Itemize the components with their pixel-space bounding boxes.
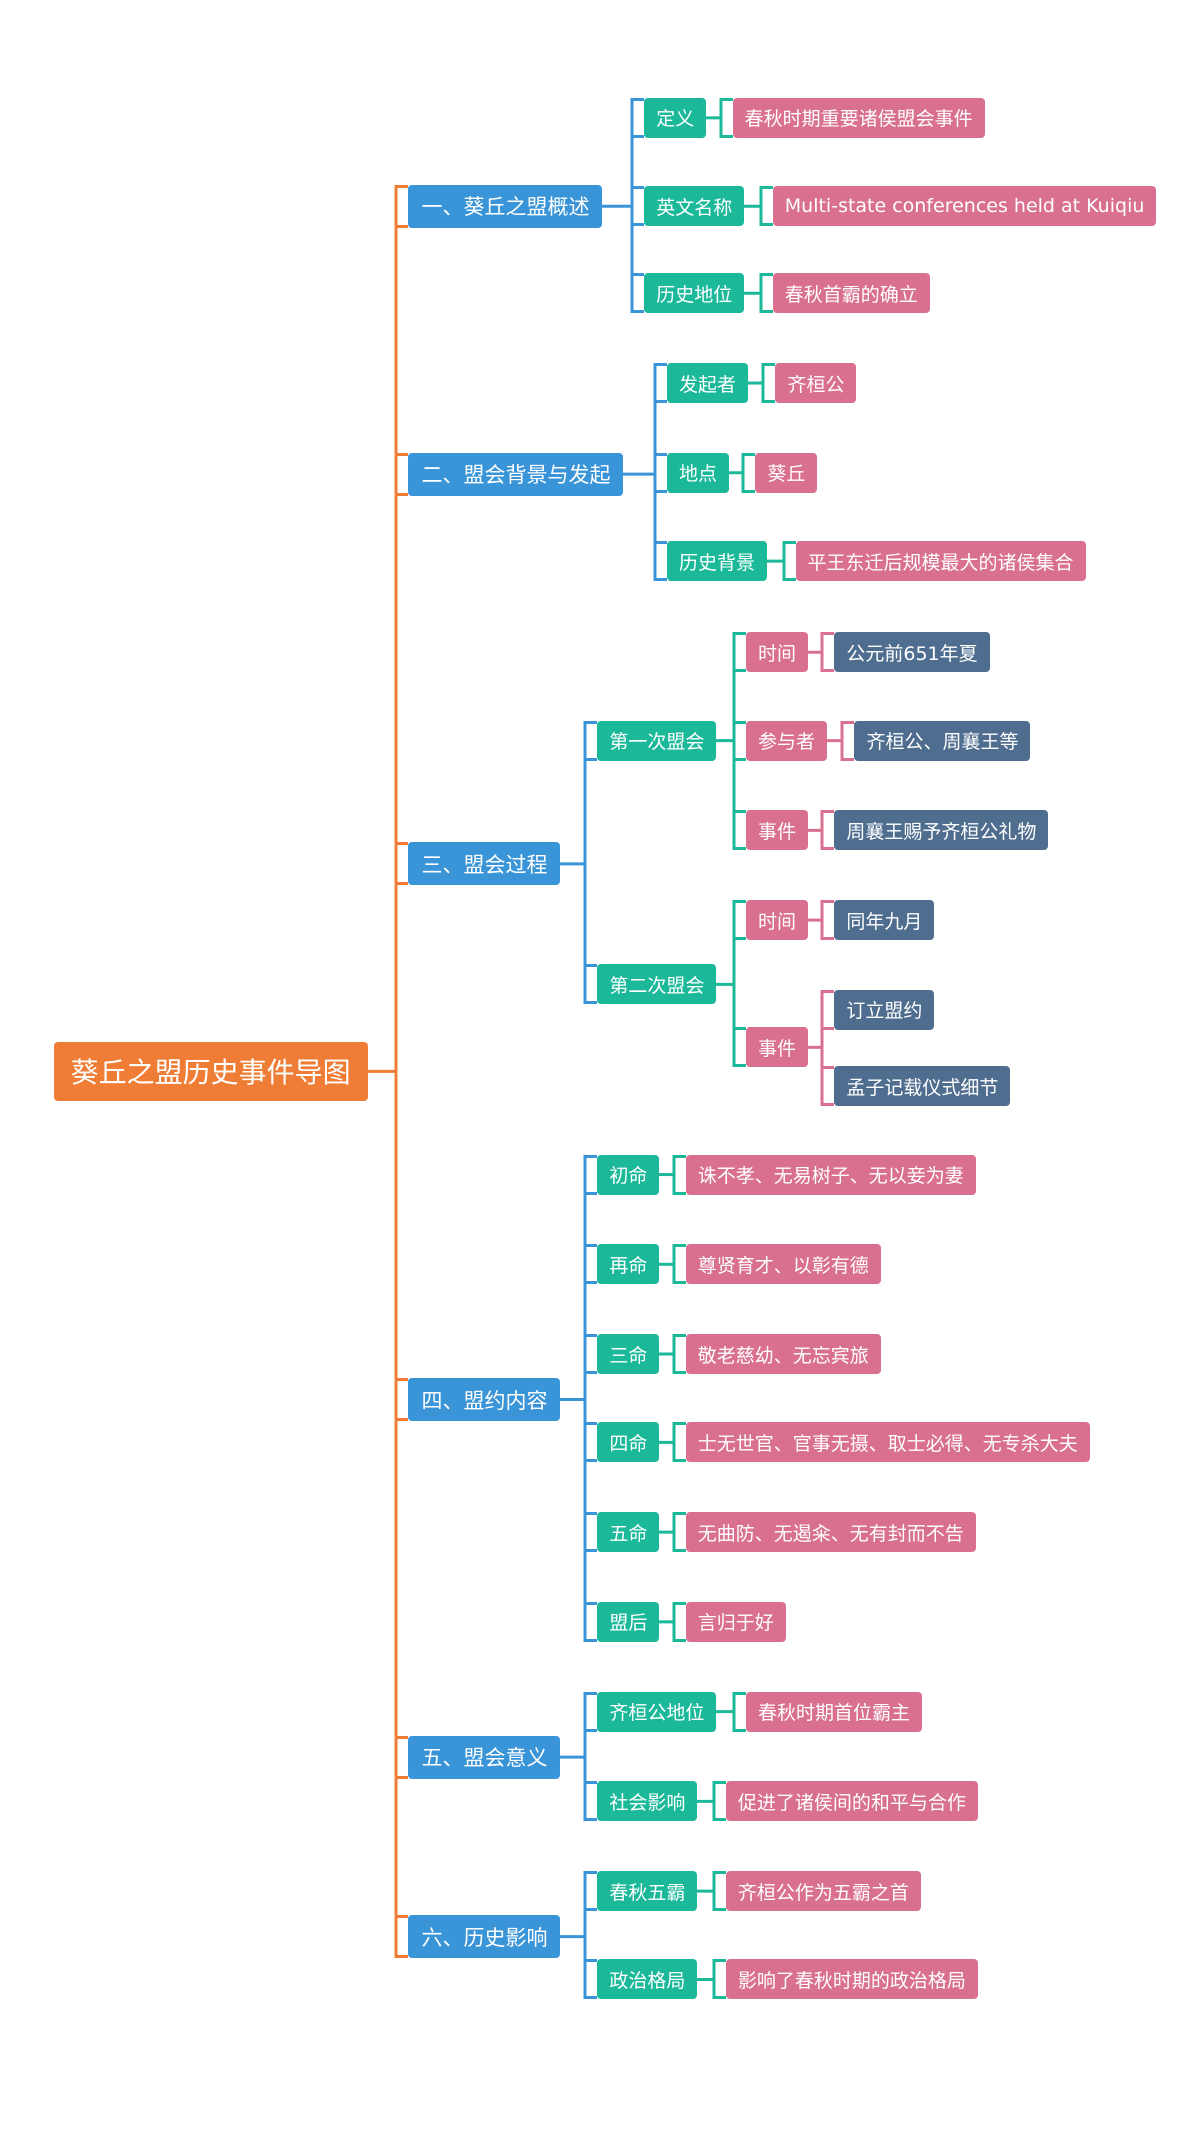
topic-node-level-2[interactable]: 第二次盟会 bbox=[597, 964, 717, 1005]
topic-node-level-3[interactable]: 事件 bbox=[745, 810, 808, 851]
topic-node-level-1[interactable]: 三、盟会过程 bbox=[408, 842, 561, 886]
topic-node-level-2[interactable]: 第一次盟会 bbox=[597, 720, 717, 761]
topic-node-level-2[interactable]: 英文名称 bbox=[644, 186, 745, 227]
topic-node-level-2[interactable]: 三命 bbox=[597, 1334, 660, 1375]
topic-node-level-2[interactable]: 初命 bbox=[597, 1154, 660, 1195]
topic-node-level-3[interactable]: 春秋首霸的确立 bbox=[772, 273, 930, 314]
topic-node-level-3[interactable]: 促进了诸侯间的和平与合作 bbox=[725, 1781, 978, 1822]
topic-node-level-2[interactable]: 四命 bbox=[597, 1422, 660, 1463]
topic-node-level-4[interactable]: 周襄王赐予齐桓公礼物 bbox=[834, 810, 1049, 851]
topic-node-level-3[interactable]: 时间 bbox=[745, 900, 808, 941]
topic-node-level-4[interactable]: 齐桓公、周襄王等 bbox=[854, 720, 1031, 761]
topic-node-level-2[interactable]: 定义 bbox=[644, 97, 707, 138]
topic-node-level-3[interactable]: 敬老慈幼、无忘宾旅 bbox=[685, 1334, 881, 1375]
topic-node-level-2[interactable]: 历史背景 bbox=[666, 541, 767, 582]
topic-node-level-2[interactable]: 齐桓公地位 bbox=[597, 1691, 717, 1732]
topic-node-level-1[interactable]: 二、盟会背景与发起 bbox=[408, 452, 624, 496]
topic-node-level-3[interactable]: 参与者 bbox=[745, 720, 827, 761]
topic-node-level-4[interactable]: 订立盟约 bbox=[834, 989, 935, 1030]
topic-node-level-2[interactable]: 发起者 bbox=[666, 363, 748, 404]
topic-node-level-3[interactable]: 春秋时期首位霸主 bbox=[745, 1691, 922, 1732]
topic-node-level-1[interactable]: 四、盟约内容 bbox=[408, 1378, 561, 1422]
topic-node-level-1[interactable]: 六、历史影响 bbox=[408, 1915, 561, 1959]
topic-node-level-3[interactable]: 春秋时期重要诸侯盟会事件 bbox=[732, 97, 985, 138]
topic-node-level-2[interactable]: 春秋五霸 bbox=[597, 1871, 698, 1912]
topic-node-level-2[interactable]: 政治格局 bbox=[597, 1959, 698, 2000]
topic-node-level-4[interactable]: 孟子记载仪式细节 bbox=[834, 1066, 1011, 1107]
topic-node-level-3[interactable]: 时间 bbox=[745, 632, 808, 673]
topic-node-level-3[interactable]: 葵丘 bbox=[755, 452, 818, 493]
topic-node-level-3[interactable]: 齐桓公作为五霸之首 bbox=[725, 1871, 921, 1912]
topic-node-level-2[interactable]: 社会影响 bbox=[597, 1781, 698, 1822]
topic-node-level-3[interactable]: 平王东迁后规模最大的诸侯集合 bbox=[795, 541, 1086, 582]
topic-node-level-3[interactable]: Multi-state conferences held at Kuiqiu bbox=[772, 186, 1157, 227]
topic-node-level-3[interactable]: 影响了春秋时期的政治格局 bbox=[725, 1959, 978, 2000]
topic-node-level-4[interactable]: 公元前651年夏 bbox=[834, 632, 990, 673]
topic-node-level-1[interactable]: 五、盟会意义 bbox=[408, 1735, 561, 1779]
topic-node-level-3[interactable]: 诛不孝、无易树子、无以妾为妻 bbox=[685, 1154, 976, 1195]
topic-node-level-2[interactable]: 地点 bbox=[666, 452, 729, 493]
topic-node-level-3[interactable]: 言归于好 bbox=[685, 1601, 786, 1642]
topic-node-level-3[interactable]: 无曲防、无遏籴、无有封而不告 bbox=[685, 1512, 976, 1553]
topic-node-level-1[interactable]: 一、葵丘之盟概述 bbox=[408, 184, 603, 228]
topic-node-level-3[interactable]: 事件 bbox=[745, 1027, 808, 1068]
topic-node-level-2[interactable]: 历史地位 bbox=[644, 273, 745, 314]
root-topic[interactable]: 葵丘之盟历史事件导图 bbox=[53, 1041, 368, 1101]
topic-node-level-3[interactable]: 齐桓公 bbox=[775, 363, 857, 404]
topic-node-level-2[interactable]: 盟后 bbox=[597, 1601, 660, 1642]
topic-node-level-2[interactable]: 再命 bbox=[597, 1244, 660, 1285]
topic-node-level-2[interactable]: 五命 bbox=[597, 1512, 660, 1553]
topic-node-level-4[interactable]: 同年九月 bbox=[834, 900, 935, 941]
topic-node-level-3[interactable]: 士无世官、官事无摄、取士必得、无专杀大夫 bbox=[685, 1422, 1090, 1463]
topic-node-level-3[interactable]: 尊贤育才、以彰有德 bbox=[685, 1244, 881, 1285]
